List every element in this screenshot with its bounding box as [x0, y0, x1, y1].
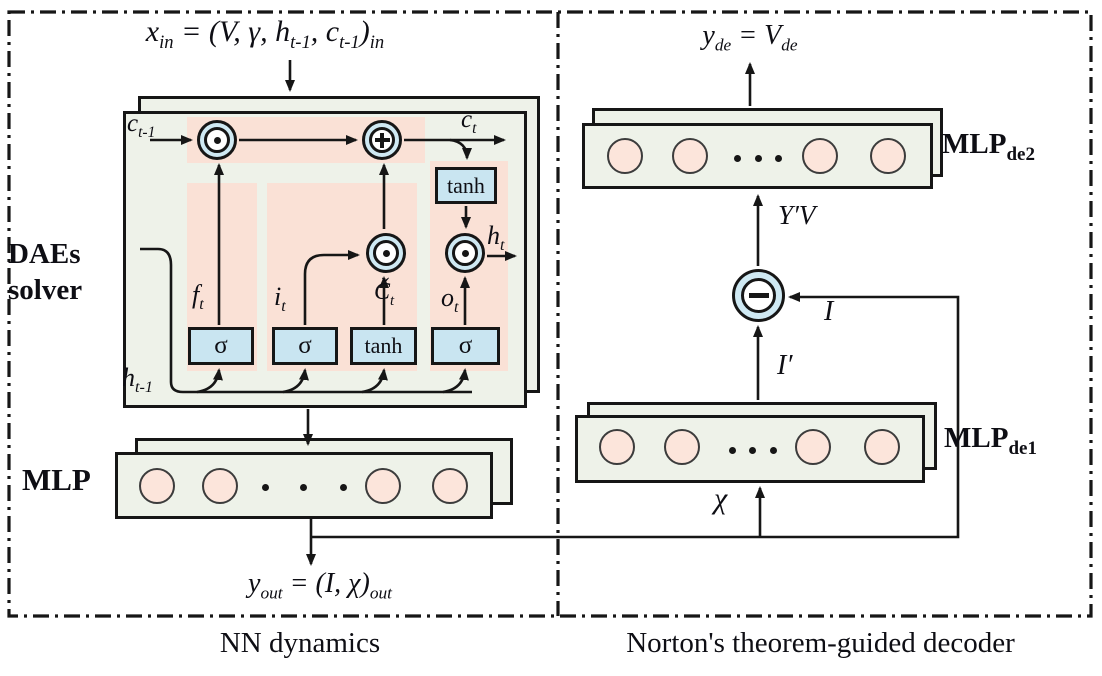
decoder-output-formula: yde = Vde: [702, 20, 798, 55]
rail-to-input-arrow: [282, 368, 309, 394]
mlp-de1-neuron: [864, 429, 900, 465]
mlp-de1-neuron: [795, 429, 831, 465]
daes-solver-line2: solver: [8, 274, 83, 306]
subtract-operator-icon: [732, 269, 785, 322]
tanh-block-box: tanh: [435, 167, 497, 204]
input-gate-box: σ: [272, 327, 338, 365]
current-estimate-label: I′: [777, 350, 793, 381]
mlp-label: MLP: [22, 462, 91, 497]
norton-decoder-caption: Norton's theorem-guided decoder: [626, 627, 1015, 659]
mlp-de2-label: MLPde2: [942, 128, 1035, 166]
forget-gate-box: σ: [188, 327, 254, 365]
mlp-de1-text: MLP: [944, 422, 1009, 454]
current-label: I: [824, 296, 834, 327]
daes-solver-label: DAEs solver: [8, 236, 120, 308]
candidate-gate-box: tanh: [350, 327, 417, 365]
mlp-de2-ellipsis-dot: [775, 155, 782, 162]
output-gate-label: σ: [458, 332, 473, 359]
mlp-neuron: [202, 468, 238, 504]
mlp-de1-neuron: [664, 429, 700, 465]
mlp-de1-ellipsis-dot: [729, 447, 736, 454]
nn-dynamics-caption: NN dynamics: [219, 627, 381, 659]
hnext-label: ht: [487, 221, 505, 255]
candidate-multiply-icon: [366, 233, 406, 273]
mlp-de2-ellipsis-dot: [755, 155, 762, 162]
mlp-ellipsis-dot: [340, 484, 347, 491]
input-signal-label: it: [274, 282, 286, 316]
mlp-de2-neuron: [870, 138, 906, 174]
daes-solver-line1: DAEs: [8, 238, 81, 270]
cnext-label: ct: [461, 106, 477, 137]
forget-signal-label: ft: [192, 280, 204, 314]
mlp-neuron: [365, 468, 401, 504]
mlp-de2-ellipsis-dot: [734, 155, 741, 162]
mlp-de2-neuron: [607, 138, 643, 174]
mlp-de2-text: MLP: [942, 128, 1007, 160]
rail-to-forget-arrow: [196, 368, 223, 394]
cprev-label: ct-1: [127, 110, 156, 141]
mlp-de1-ellipsis-dot: [770, 447, 777, 454]
mlp-ellipsis-dot: [262, 484, 269, 491]
rail-to-candidate-arrow: [361, 368, 388, 394]
mlp-de2-subscript: de2: [1006, 143, 1035, 165]
candidate-gate-label: tanh: [364, 333, 403, 358]
output-formula: yout = (I, χ)out: [248, 568, 392, 603]
mlp-de1-ellipsis-dot: [749, 447, 756, 454]
input-formula: xin = (V, γ, ht-1, ct-1)in: [145, 15, 385, 53]
output-gate-box: σ: [431, 327, 500, 365]
output-signal-label: ot: [441, 283, 459, 317]
mlp-de1-subscript: de1: [1008, 437, 1037, 459]
current-feedback-path: [311, 292, 960, 539]
forget-multiply-icon: [197, 120, 237, 160]
mlp-de2-neuron: [672, 138, 708, 174]
mlp-neuron: [432, 468, 468, 504]
outer-dashdot-frame: [7, 10, 1093, 618]
add-operator-icon: [362, 120, 402, 160]
tanh-block-label: tanh: [447, 172, 485, 198]
hidden-multiply-icon: [445, 233, 485, 273]
yv-label: Y′V: [778, 200, 816, 230]
input-gate-label: σ: [298, 332, 312, 359]
candidate-signal-label: Čt: [374, 279, 395, 309]
rail-to-output-arrow: [442, 368, 469, 394]
mlp-neuron: [139, 468, 175, 504]
mlp-de1-neuron: [599, 429, 635, 465]
forget-gate-label: σ: [214, 332, 228, 359]
chi-label: χ: [714, 482, 728, 515]
hidden-state-rail: [140, 247, 472, 394]
hprev-label: ht-1: [122, 363, 153, 397]
mlp-de2-neuron: [802, 138, 838, 174]
cnext-to-tanh-arrow: [449, 138, 472, 160]
mlp-de1-label: MLPde1: [944, 422, 1037, 460]
mlp-ellipsis-dot: [300, 484, 307, 491]
input-gate-curve-arrow: [303, 250, 360, 325]
